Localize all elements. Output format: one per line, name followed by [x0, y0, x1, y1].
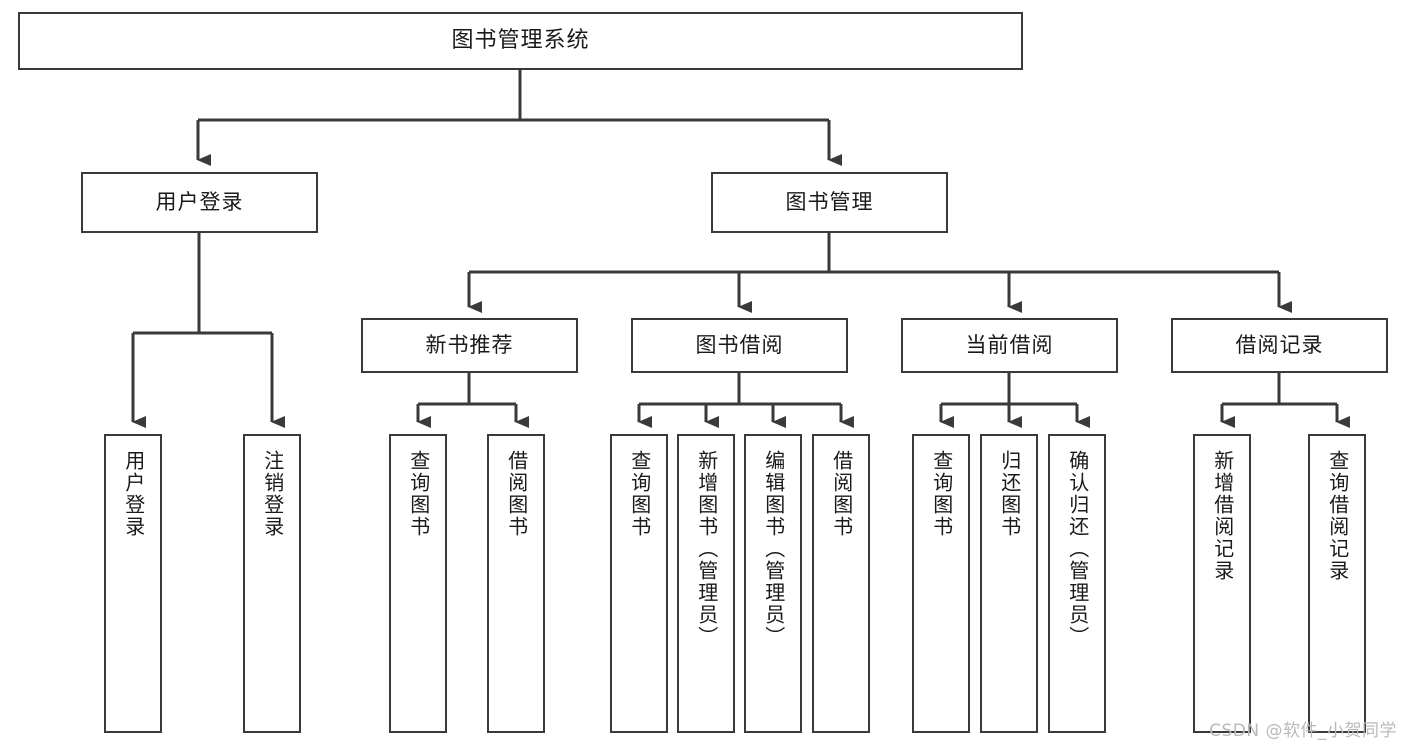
- node-leaf-user-login-label: 用户登录: [121, 450, 146, 538]
- node-leaf-user-login[interactable]: 用户登录: [104, 434, 162, 733]
- node-leaf-query-book-1[interactable]: 查询图书: [389, 434, 447, 733]
- node-leaf-edit-book-label: 编辑图书（管理员）: [761, 450, 786, 648]
- node-leaf-return-book[interactable]: 归还图书: [980, 434, 1038, 733]
- node-book-borrow[interactable]: 图书借阅: [631, 318, 848, 373]
- node-book-borrow-label: 图书借阅: [695, 332, 784, 357]
- node-leaf-add-book[interactable]: 新增图书（管理员）: [677, 434, 735, 733]
- node-leaf-query-record-label: 查询借阅记录: [1325, 450, 1350, 582]
- node-user-login[interactable]: 用户登录: [81, 172, 318, 233]
- node-new-book-recommend-label: 新书推荐: [425, 332, 514, 357]
- node-leaf-query-book-2-label: 查询图书: [627, 450, 652, 538]
- node-leaf-query-book-3-label: 查询图书: [929, 450, 954, 538]
- node-leaf-confirm-return[interactable]: 确认归还（管理员）: [1048, 434, 1106, 733]
- node-leaf-borrow-book-2[interactable]: 借阅图书: [812, 434, 870, 733]
- node-book-manage-label: 图书管理: [785, 189, 874, 214]
- node-root[interactable]: 图书管理系统: [18, 12, 1023, 70]
- node-new-book-recommend[interactable]: 新书推荐: [361, 318, 578, 373]
- node-root-label: 图书管理系统: [451, 27, 590, 53]
- node-leaf-confirm-return-label: 确认归还（管理员）: [1065, 450, 1090, 648]
- node-book-manage[interactable]: 图书管理: [711, 172, 948, 233]
- node-leaf-borrow-book-2-label: 借阅图书: [829, 450, 854, 538]
- node-user-login-label: 用户登录: [155, 189, 244, 214]
- node-leaf-add-record[interactable]: 新增借阅记录: [1193, 434, 1251, 733]
- node-leaf-return-book-label: 归还图书: [997, 450, 1022, 538]
- node-leaf-add-record-label: 新增借阅记录: [1210, 450, 1235, 582]
- node-borrow-record-label: 借阅记录: [1235, 332, 1324, 357]
- node-leaf-borrow-book-1-label: 借阅图书: [504, 450, 529, 538]
- node-leaf-logout-login-label: 注销登录: [260, 450, 285, 538]
- node-leaf-edit-book[interactable]: 编辑图书（管理员）: [744, 434, 802, 733]
- node-leaf-logout-login[interactable]: 注销登录: [243, 434, 301, 733]
- node-current-borrow[interactable]: 当前借阅: [901, 318, 1118, 373]
- node-leaf-query-book-2[interactable]: 查询图书: [610, 434, 668, 733]
- node-leaf-query-book-3[interactable]: 查询图书: [912, 434, 970, 733]
- node-borrow-record[interactable]: 借阅记录: [1171, 318, 1388, 373]
- node-leaf-add-book-label: 新增图书（管理员）: [694, 450, 719, 648]
- node-leaf-query-record[interactable]: 查询借阅记录: [1308, 434, 1366, 733]
- node-current-borrow-label: 当前借阅: [965, 332, 1054, 357]
- csdn-watermark: CSDN @软件_小贺同学: [1209, 721, 1397, 741]
- node-leaf-borrow-book-1[interactable]: 借阅图书: [487, 434, 545, 733]
- node-leaf-query-book-1-label: 查询图书: [406, 450, 431, 538]
